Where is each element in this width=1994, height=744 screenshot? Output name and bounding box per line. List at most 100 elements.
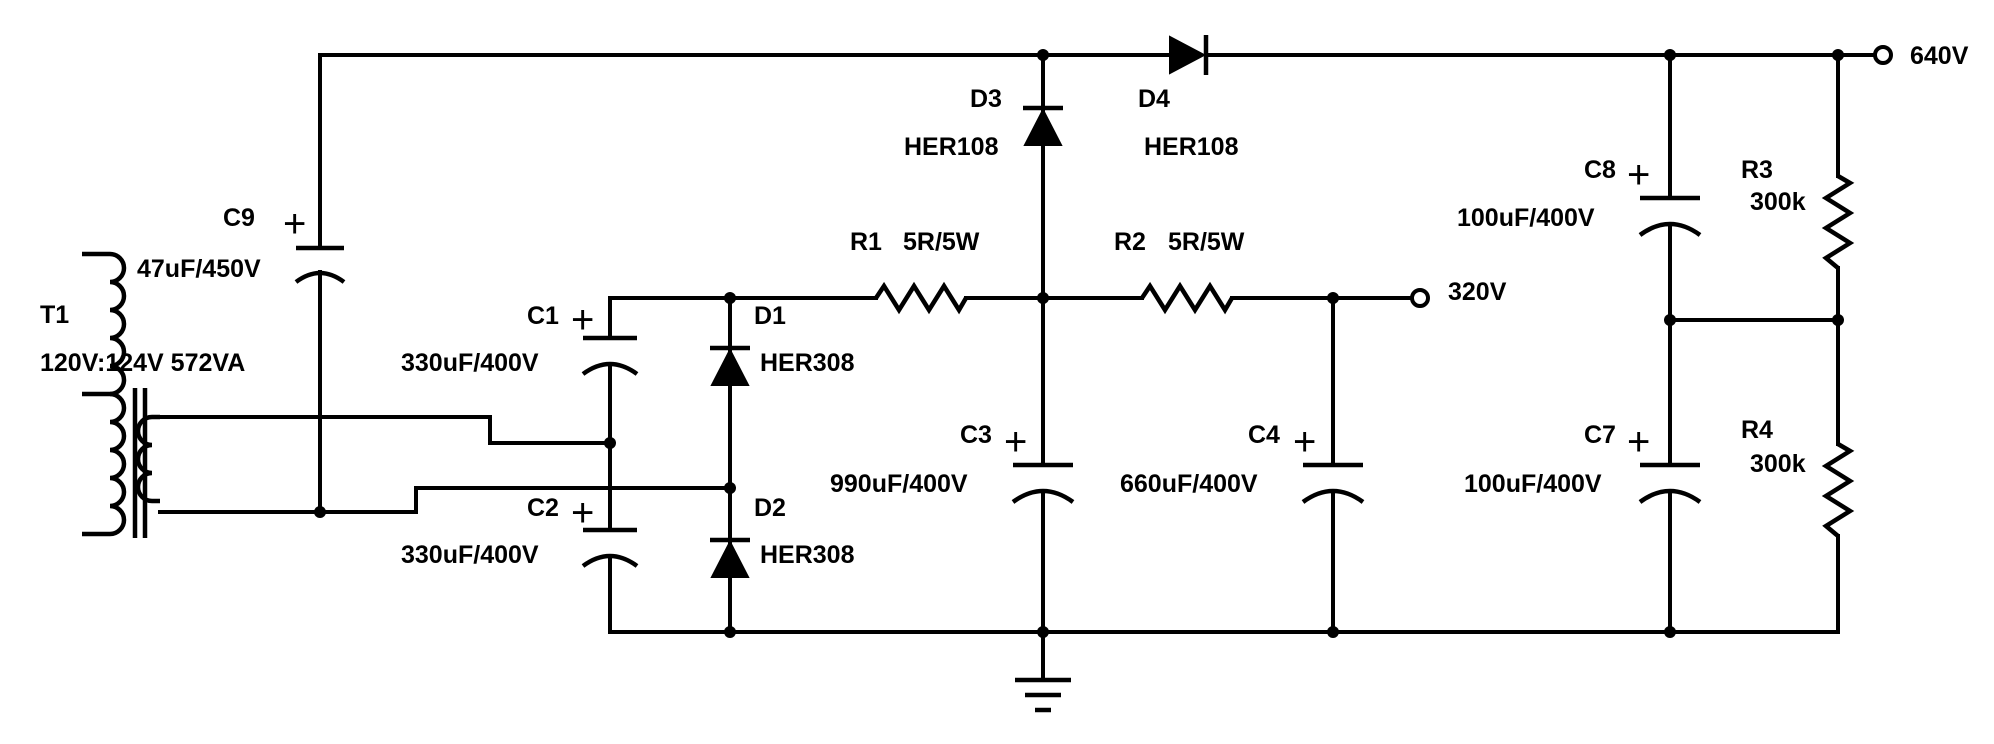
label-c7-ref: C7 [1584, 421, 1616, 449]
capacitor-c4 [1301, 462, 1365, 504]
capacitor-curved-plate [1638, 221, 1702, 237]
capacitor-curved-plate [294, 270, 346, 284]
capacitor-c9 [294, 245, 346, 284]
capacitor-c3 [1011, 462, 1075, 504]
polarity-plus-c1: + [571, 298, 594, 342]
junction-dot [724, 292, 736, 304]
label-c2-ref: C2 [527, 494, 559, 522]
label-c3-ref: C3 [960, 421, 992, 449]
diode-d4 [1169, 35, 1209, 75]
wires [158, 53, 1878, 682]
label-c9-ref: C9 [223, 204, 255, 232]
junction-dot [1327, 292, 1339, 304]
wire-secondary-bottom [158, 486, 732, 514]
label-r2-value: 5R/5W [1168, 228, 1245, 256]
junction-dot [724, 482, 736, 494]
diode-d3 [1023, 105, 1063, 146]
capacitor-curved-plate [1638, 488, 1702, 504]
label-r4-value: 300k [1750, 450, 1806, 478]
label-c8-ref: C8 [1584, 156, 1616, 184]
label-c1-ref: C1 [527, 302, 559, 330]
label-d3-part: HER108 [904, 133, 999, 161]
junction-dot [1327, 626, 1339, 638]
polarity-plus-c7: + [1627, 420, 1650, 464]
output-terminal-640v: 640V [1873, 42, 1969, 70]
secondary-winding [135, 414, 160, 504]
capacitor-curved-plate [1011, 488, 1075, 504]
capacitor-curved-plate [1301, 488, 1365, 504]
capacitor-curved-plate [581, 361, 639, 376]
polarity-plus-c8: + [1627, 153, 1650, 197]
label-r1-value: 5R/5W [903, 228, 980, 256]
label-d2-part: HER308 [760, 541, 855, 569]
resistor-zigzag [1821, 442, 1855, 538]
capacitor-c7 [1638, 462, 1702, 504]
polarity-plus-c4: + [1293, 420, 1316, 464]
junction-dot [724, 626, 736, 638]
label-c3-value: 990uF/400V [830, 470, 968, 498]
label-d3-ref: D3 [970, 85, 1002, 113]
label-r2-ref: R2 [1114, 228, 1146, 256]
resistor-zigzag [1821, 174, 1855, 270]
label-r3-value: 300k [1750, 188, 1806, 216]
ground-symbol [1015, 677, 1071, 713]
label-d4-part: HER108 [1144, 133, 1239, 161]
label-c9-value: 47uF/450V [137, 255, 261, 283]
primary-winding-lower [82, 391, 127, 537]
diode-d2 [710, 537, 750, 578]
polarity-plus-c3: + [1004, 420, 1027, 464]
label-d4-ref: D4 [1138, 85, 1170, 113]
junction-dot [1832, 314, 1844, 326]
capacitor-c2 [581, 527, 639, 568]
resistor-zigzag [1140, 281, 1234, 315]
label-c2-value: 330uF/400V [401, 541, 539, 569]
diode-triangle [1023, 107, 1063, 146]
component-labels: T1 120V:124V 572VA C9 47uF/450V C1 330uF… [40, 85, 1806, 569]
diode-triangle [710, 539, 750, 578]
terminal-circle [1410, 288, 1430, 308]
junction-dot [1037, 626, 1049, 638]
capacitor-curved-plate [581, 553, 639, 568]
junction-dot [1832, 49, 1844, 61]
diode-d1 [710, 345, 750, 386]
label-d1-ref: D1 [754, 302, 786, 330]
capacitor-c1 [581, 335, 639, 376]
label-t1-ref: T1 [40, 301, 69, 329]
label-r4-ref: R4 [1741, 416, 1773, 444]
resistor-r3 [1821, 174, 1855, 270]
junction-dot [314, 506, 326, 518]
polarity-plus-c9: + [283, 202, 306, 246]
diode-triangle [1169, 35, 1207, 75]
output-label-640v: 640V [1910, 42, 1969, 70]
resistor-r4 [1821, 442, 1855, 538]
label-r3-ref: R3 [1741, 156, 1773, 184]
junction-dot [1037, 49, 1049, 61]
junction-dot [1037, 292, 1049, 304]
label-t1-rating: 120V:124V 572VA [40, 349, 245, 377]
resistor-zigzag [874, 281, 968, 315]
label-r1-ref: R1 [850, 228, 882, 256]
output-label-320v: 320V [1448, 278, 1507, 306]
resistor-r1 [874, 281, 968, 315]
primary-winding [82, 251, 127, 397]
polarity-plus-c2: + [571, 491, 594, 535]
label-d2-ref: D2 [754, 494, 786, 522]
label-c1-value: 330uF/400V [401, 349, 539, 377]
wire-secondary-top [158, 415, 612, 445]
junction-dot [1664, 49, 1676, 61]
label-d1-part: HER308 [760, 349, 855, 377]
junctions [314, 49, 1844, 638]
junction-dot [604, 437, 616, 449]
output-terminal-320v: 320V [1410, 278, 1507, 308]
label-c8-value: 100uF/400V [1457, 204, 1595, 232]
terminal-circle [1873, 45, 1893, 65]
junction-dot [1664, 626, 1676, 638]
polarity-marks: + + + + + + + [283, 153, 1650, 535]
label-c4-value: 660uF/400V [1120, 470, 1258, 498]
label-c4-ref: C4 [1248, 421, 1280, 449]
diode-triangle [710, 347, 750, 386]
transformer-t1 [82, 251, 160, 538]
capacitor-c8 [1638, 195, 1702, 237]
label-c7-value: 100uF/400V [1464, 470, 1602, 498]
